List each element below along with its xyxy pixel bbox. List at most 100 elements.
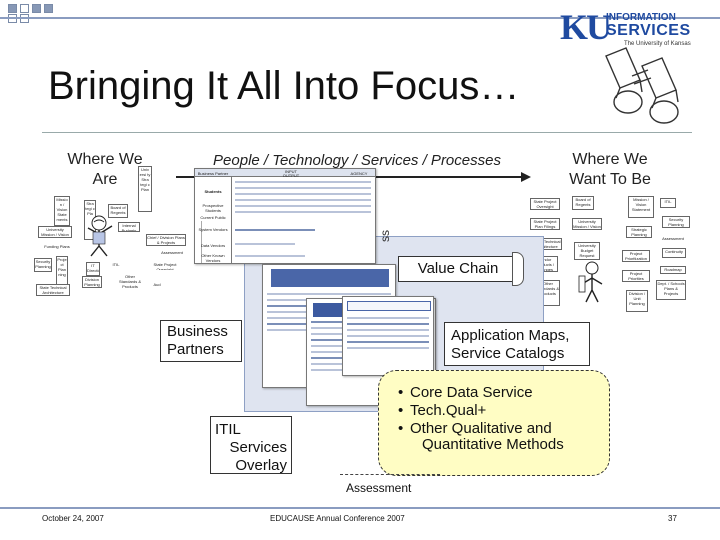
logo-line1: INFORMATION [606,12,676,23]
cluster-box: University Mission / Vision [572,218,602,230]
table-row-label: Prospective Students [202,203,224,213]
cluster-box: ITIL [660,198,676,208]
top-rule [0,17,720,19]
table-line [235,255,305,257]
where-right-line2: Want To Be [569,171,651,188]
callout-line: Business [167,323,228,340]
where-we-are-label: Where We Are [40,150,170,190]
where-left-line2: Are [92,171,118,188]
assessment-methods-bubble [378,370,610,476]
cluster-box: Division Planning [82,276,102,288]
doc-line [347,317,429,319]
table-header-cell: Business Partner [197,171,229,176]
table-header-row [195,169,375,177]
cluster-box: Continuity [662,248,686,258]
cluster-box: Assessment [161,250,183,255]
cluster-box: State Technical Architecture [36,284,70,296]
callout-tab [512,252,524,286]
deco-square [44,4,53,13]
slide-title: Bringing It All Into Focus… [48,64,520,108]
bottom-rule [0,507,720,509]
callout-line: Overlay [235,457,287,474]
cluster-box: Other Standards & Products [118,274,141,289]
business-partner-table: Business Partner INPUT OUTPUT AGENCY Stu… [194,168,376,264]
footer-date: October 24, 2007 [42,514,104,523]
cluster-box: Proje ct Plan ning [56,256,68,286]
table-line [235,181,371,183]
table-row-label: System Vendors [198,227,228,232]
doc-line [267,293,391,295]
table-line [235,211,371,213]
deco-square [20,4,29,13]
bullet-text: Core Data Service [410,384,533,401]
table-row-label: Data Vendors [200,243,226,248]
process-vertical-label: ss [378,230,392,242]
person-figure-icon [87,215,113,257]
assessment-label: Assessment [346,481,412,495]
callout-line: Services [229,439,287,456]
cluster-box: Assessment [662,236,684,241]
doc-line [347,335,429,337]
logo-initials: KU [560,7,612,47]
callout-line: ITIL [215,421,241,438]
bullet-item-continued: Quantitative Methods [422,436,564,453]
doc-header-band [347,301,431,311]
cluster-box: Chief / Division Plans & Projects [146,234,186,246]
application-maps-callout: Application Maps, Service Catalogs [444,322,590,366]
cluster-box: Dept. / Schools Plans & Projects [656,280,686,300]
callout-line: Service Catalogs [451,345,565,362]
cluster-box: Division / Unit Planning [626,290,648,312]
doc-line [347,323,429,325]
where-left-line1: Where We [67,151,143,168]
people-technology-banner: People / Technology / Services / Process… [213,152,501,169]
direction-arrow-head [521,172,531,182]
doc-line [347,341,429,343]
cluster-box: University Budget Request [574,242,600,260]
table-divider [231,177,232,263]
itil-services-callout: ITIL Services Overlay [210,416,292,474]
cluster-box: IT Direction [86,262,100,276]
bullet-item: •Other Qualitative and [398,420,552,437]
table-header-cell: INPUT [285,169,297,174]
doc-line [347,329,429,331]
table-line [235,229,315,231]
bullet-item: •Core Data Service [398,384,533,401]
cluster-box: Project Prioritization [622,250,650,262]
bullet-item: •Tech.Qual+ [398,402,487,419]
doc-header-band [271,269,389,287]
business-partners-callout: Business Partners [160,320,242,362]
cluster-box: Project Priorities [622,270,650,282]
where-right-line1: Where We [572,151,648,168]
table-line [235,187,371,189]
callout-line: Application Maps, [451,327,570,344]
cluster-box: Aud [153,282,161,287]
bullet-text: Tech.Qual+ [410,402,487,419]
table-divider [201,221,202,263]
page-number: 37 [668,514,677,523]
cluster-box: Security Planning [662,216,690,228]
cluster-box: Funding Plans [44,244,70,249]
logo-line3: The University of Kansas [624,41,691,47]
footer-conference: EDUCAUSE Annual Conference 2007 [270,514,405,523]
where-we-want-to-be-label: Where We Want To Be [540,150,680,190]
table-row-label: Students [204,189,222,194]
cluster-box: State Project Oversight [153,262,177,270]
cluster-box: State Project Plan Filings [530,218,560,230]
table-row-label: Current Public [200,215,226,220]
logo-line2: SERVICES [606,22,691,39]
deco-square [32,4,41,13]
cluster-box: University Mission / Vision [38,226,72,238]
callout-line: Partners [167,341,224,358]
cluster-box: ITIL [112,262,120,267]
bullet-text: Other Qualitative and [410,420,552,437]
cluster-box: Roadmap [660,266,686,274]
table-line [235,193,371,195]
table-line [235,243,295,245]
cluster-box: Security Planning [34,258,52,272]
service-catalog-doc-front [342,296,434,376]
person-figure-icon [578,261,603,303]
table-header-cell: AGENCY [350,171,368,176]
cluster-box: State Project Oversight [530,198,560,210]
cluster-box: Internal Budgets [118,222,140,232]
cluster-box: Strategic Planning [626,226,652,238]
